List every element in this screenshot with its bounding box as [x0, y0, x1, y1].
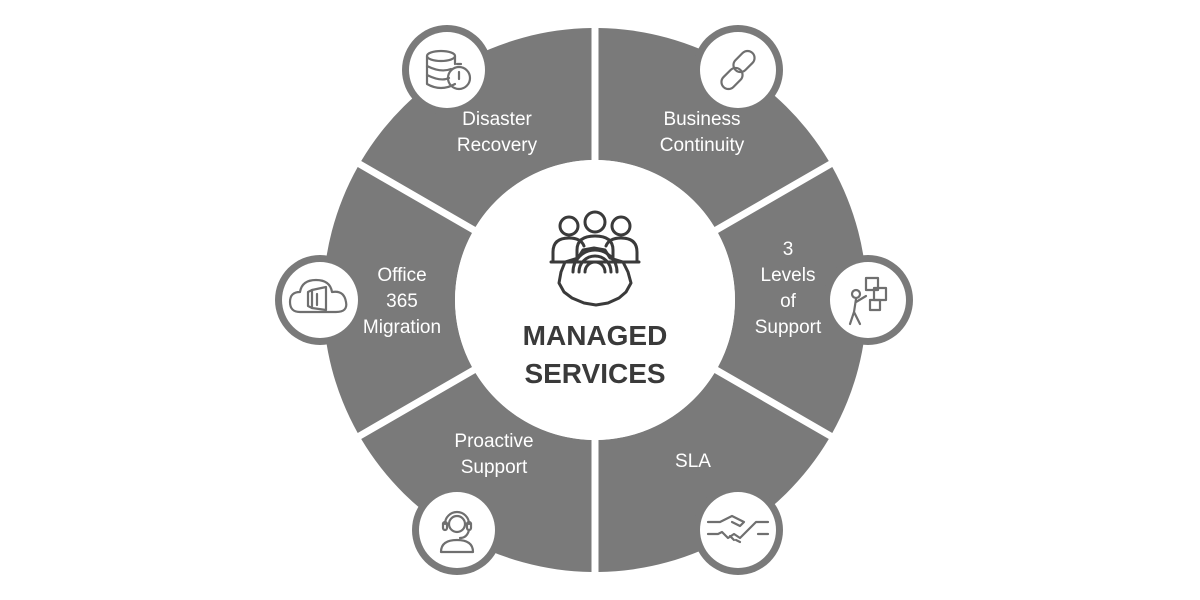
badges-layer: [275, 25, 913, 575]
database-timer-icon: [425, 49, 472, 91]
badge-proactive-support: [412, 485, 502, 575]
segment-label-disaster-recovery-line-2: Recovery: [457, 135, 538, 156]
badge-face: [282, 262, 358, 338]
segment-label-disaster-recovery-line-1: Disaster: [462, 109, 532, 130]
segment-disaster-recovery: [361, 28, 592, 227]
segment-label-proactive-support-line-2: Support: [461, 457, 528, 478]
segment-label-levels-of-support-line-1: 3: [783, 239, 794, 260]
handshake-icon: [706, 514, 770, 544]
badge-levels-of-support: [823, 255, 913, 345]
segment-label-business-continuity-line-1: Business: [663, 109, 740, 130]
badge-face: [830, 262, 906, 338]
segment-proactive-support: [361, 373, 592, 572]
segment-label-office-365-migration-line-3: Migration: [363, 317, 441, 338]
badge-disaster-recovery: [402, 25, 492, 115]
cloud-office-icon: [288, 278, 348, 314]
segment-label-proactive-support-line-1: Proactive: [454, 431, 533, 452]
badge-face: [700, 32, 776, 108]
segment-levels-of-support: [717, 167, 867, 433]
badge-face: [419, 492, 495, 568]
center-circle: [455, 160, 735, 440]
segment-office-365-migration: [323, 167, 473, 433]
headset-agent-icon: [439, 510, 475, 554]
segment-label-office-365-migration-line-1: Office: [377, 265, 426, 286]
center-title-line-2: SERVICES: [524, 358, 665, 389]
badge-business-continuity: [693, 25, 783, 115]
segment-business-continuity: [598, 28, 829, 227]
badge-office-365-migration: [275, 255, 365, 345]
person-stacking-boxes-icon: [848, 276, 888, 326]
center-title-line-1: MANAGED: [523, 320, 668, 351]
chain-link-icon: [720, 49, 756, 91]
segment-label-sla-line-1: SLA: [675, 451, 711, 472]
badge-sla: [693, 485, 783, 575]
segment-sla: [598, 373, 829, 572]
segment-label-business-continuity-line-2: Continuity: [660, 135, 745, 156]
center-hub: MANAGED SERVICES: [455, 160, 735, 440]
segment-label-levels-of-support-line-3: of: [780, 291, 797, 312]
segment-label-office-365-migration-line-2: 365: [386, 291, 418, 312]
team-gear-icon: [549, 210, 641, 307]
segment-label-levels-of-support-line-4: Support: [755, 317, 822, 338]
segment-label-levels-of-support-line-2: Levels: [761, 265, 816, 286]
badge-face: [700, 492, 776, 568]
